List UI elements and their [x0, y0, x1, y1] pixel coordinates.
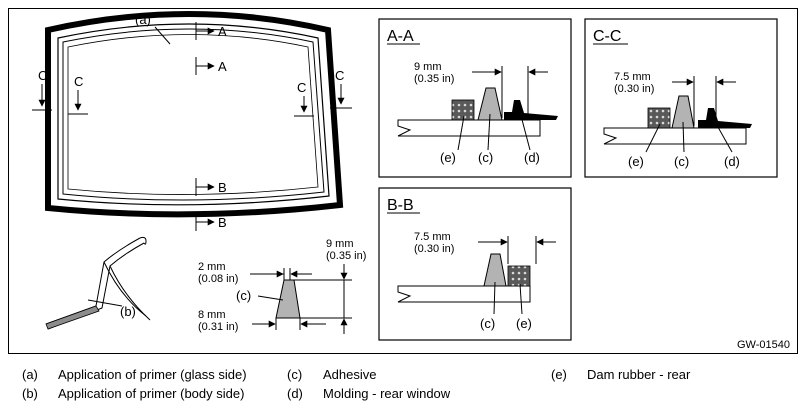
section-c-label-right-outer: C — [335, 68, 344, 83]
section-cc-width-in: (0.30 in) — [614, 83, 654, 95]
section-cc-adhesive — [671, 95, 695, 129]
section-b-top-marker — [195, 178, 215, 196]
section-cc-glass — [603, 127, 747, 145]
section-c-left-inner-marker — [68, 90, 88, 115]
bead-top-width-dimension — [250, 268, 312, 280]
legend-text-b: Application of primer (body side) — [58, 386, 245, 401]
section-cc-title: C-C — [593, 28, 621, 45]
section-cc-callout-d: (d) — [724, 154, 740, 169]
section-bb-title: B-B — [387, 197, 414, 214]
legend-key-c: (c) — [287, 367, 303, 382]
section-a-label-bottom: A — [218, 59, 227, 74]
section-b-bottom-marker — [195, 213, 215, 231]
section-bb-width-in: (0.30 in) — [414, 243, 454, 255]
section-bb-callout-e: (e) — [516, 316, 532, 331]
section-bb-glass — [397, 285, 531, 303]
section-aa-width-in: (0.35 in) — [414, 73, 454, 85]
section-cc-callout-e: (e) — [628, 154, 644, 169]
section-cc-width-mm: 7.5 mm — [614, 71, 651, 83]
section-aa-width-mm: 9 mm — [414, 61, 442, 73]
section-bb-callout-c: (c) — [480, 316, 495, 331]
body-flange-sketch — [45, 236, 151, 330]
section-aa-leader-c — [487, 113, 491, 151]
section-bb-leader-c — [493, 281, 496, 315]
section-aa-dam-rubber — [451, 99, 475, 121]
legend-text-e: Dam rubber - rear — [587, 367, 691, 382]
section-bb-width-mm: 7.5 mm — [414, 231, 451, 243]
callout-a-label: (a) — [135, 12, 151, 27]
callout-b-leader — [87, 299, 123, 307]
bead-base-width-dimension — [252, 318, 326, 330]
section-c-label-left-outer: C — [38, 68, 47, 83]
legend-key-e: (e) — [551, 367, 567, 382]
legend-key-d: (d) — [287, 386, 303, 401]
section-bb-adhesive — [483, 253, 507, 287]
bead-top-width-in: (0.08 in) — [198, 273, 238, 285]
callout-a-leader — [154, 26, 171, 45]
section-aa-glass — [397, 119, 541, 137]
section-c-label-right-inner: C — [297, 80, 306, 95]
section-aa-leader-d — [519, 111, 531, 151]
section-aa-callout-e: (e) — [440, 150, 456, 165]
section-bb-width-dimension — [478, 236, 556, 264]
bead-base-width-in: (0.31 in) — [198, 321, 238, 333]
section-cc-molding — [698, 108, 752, 128]
legend-text-a: Application of primer (glass side) — [58, 367, 247, 382]
bead-base-width-mm: 8 mm — [198, 309, 226, 321]
section-cc-leader-c — [682, 121, 685, 153]
section-a-label-top: A — [218, 24, 227, 39]
section-c-label-left-inner: C — [74, 74, 83, 89]
bead-height-in: (0.35 in) — [326, 250, 366, 262]
section-bb-dam-rubber — [507, 265, 531, 287]
diagram-frame — [8, 8, 798, 354]
callout-b-label: (b) — [120, 304, 136, 319]
primer-body-side-band — [45, 305, 100, 330]
legend-text-d: Molding - rear window — [323, 386, 451, 401]
section-cc-dam-rubber — [647, 107, 671, 129]
rear-window-glass — [45, 11, 344, 218]
callout-c-leader-bead — [257, 295, 284, 301]
section-cc-width-dimension — [672, 76, 736, 126]
section-b-label-top: B — [218, 180, 227, 195]
section-cc-leader-e — [645, 123, 661, 153]
section-aa-molding — [504, 100, 558, 120]
bead-height-mm: 9 mm — [326, 238, 354, 250]
section-aa-title: A-A — [387, 28, 414, 45]
section-aa-adhesive — [477, 87, 503, 121]
figure-id: GW-01540 — [737, 339, 790, 351]
section-aa-width-dimension — [472, 66, 548, 118]
section-bb-leader-e — [519, 283, 523, 315]
section-b-label-bottom: B — [218, 215, 227, 230]
section-cc-callout-c: (c) — [674, 154, 689, 169]
section-aa-panel — [378, 18, 572, 178]
section-aa-leader-e — [457, 115, 465, 151]
legend-key-a: (a) — [22, 367, 38, 382]
callout-c-label-bead: (c) — [236, 288, 251, 303]
legend-text-c: Adhesive — [323, 367, 377, 382]
section-c-right-inner-marker — [294, 96, 314, 117]
section-aa-callout-c: (c) — [478, 150, 493, 165]
section-c-left-outer-marker — [32, 84, 52, 111]
legend-key-b: (b) — [22, 386, 38, 401]
section-c-right-outer-marker — [330, 84, 352, 109]
bead-height-dimension — [294, 264, 352, 334]
bead-top-width-mm: 2 mm — [198, 261, 226, 273]
section-a-bottom-marker — [195, 57, 215, 75]
section-aa-callout-d: (d) — [524, 150, 540, 165]
section-cc-leader-d — [713, 119, 733, 153]
section-a-top-marker — [195, 22, 215, 40]
